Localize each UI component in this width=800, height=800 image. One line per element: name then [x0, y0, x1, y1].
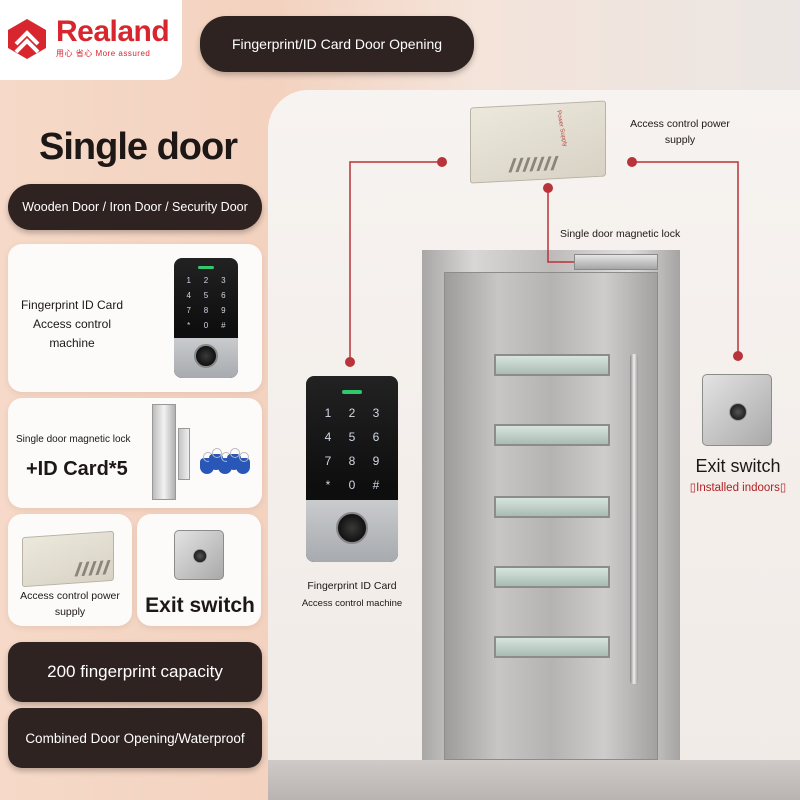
label-magnetic-lock: Single door magnetic lock: [560, 228, 681, 240]
brand-slogan: 用心 省心 More assured: [56, 49, 151, 58]
id-card-fobs-image: [200, 440, 250, 480]
door-window: [494, 566, 610, 588]
label-power-supply: Access control power supply: [630, 118, 730, 146]
waterproof-pill: Combined Door Opening/Waterproof: [8, 708, 262, 768]
card-exit-label: Exit switch: [145, 594, 255, 617]
power-supply-image: Power Supply: [470, 100, 606, 184]
door-handle: [630, 354, 638, 684]
magnetic-lock-on-door: [574, 254, 658, 270]
label-access-control-machine: Access control machine: [301, 598, 403, 609]
door-window: [494, 636, 610, 658]
label-installed-indoors: ▯Installed indoors▯: [689, 482, 787, 494]
capacity-pill: 200 fingerprint capacity: [8, 642, 262, 702]
page-heading: Single door: [39, 126, 238, 168]
power-supply-image-small: [22, 530, 114, 588]
floor: [268, 760, 800, 800]
door-window: [494, 496, 610, 518]
door-window: [494, 354, 610, 376]
label-fingerprint-card: Fingerprint ID Card: [307, 580, 397, 592]
title-pill: Fingerprint/ID Card Door Opening: [200, 16, 474, 72]
card-lock-label: Single door magnetic lock: [16, 434, 131, 445]
exit-switch-image: [702, 374, 772, 446]
logo-mark-icon: [8, 19, 46, 59]
psu-box-text: Power Supply: [555, 109, 568, 148]
fingerprint-sensor-icon: [194, 344, 218, 368]
door-window: [494, 424, 610, 446]
card-fingerprint-label: Fingerprint ID Card Access control machi…: [20, 298, 124, 350]
magnetic-lock-image: [152, 404, 176, 500]
exit-switch-image-small: [174, 530, 224, 580]
brand-name: Realand: [56, 15, 170, 48]
card-lock-extra: +ID Card*5: [26, 458, 128, 480]
door-types-pill: Wooden Door / Iron Door / Security Door: [8, 184, 262, 230]
magnetic-lock-plate-image: [178, 428, 190, 480]
label-exit-switch: Exit switch: [695, 456, 781, 476]
card-psu-label: Access control power supply: [20, 590, 120, 618]
fingerprint-sensor-icon: [336, 512, 368, 544]
